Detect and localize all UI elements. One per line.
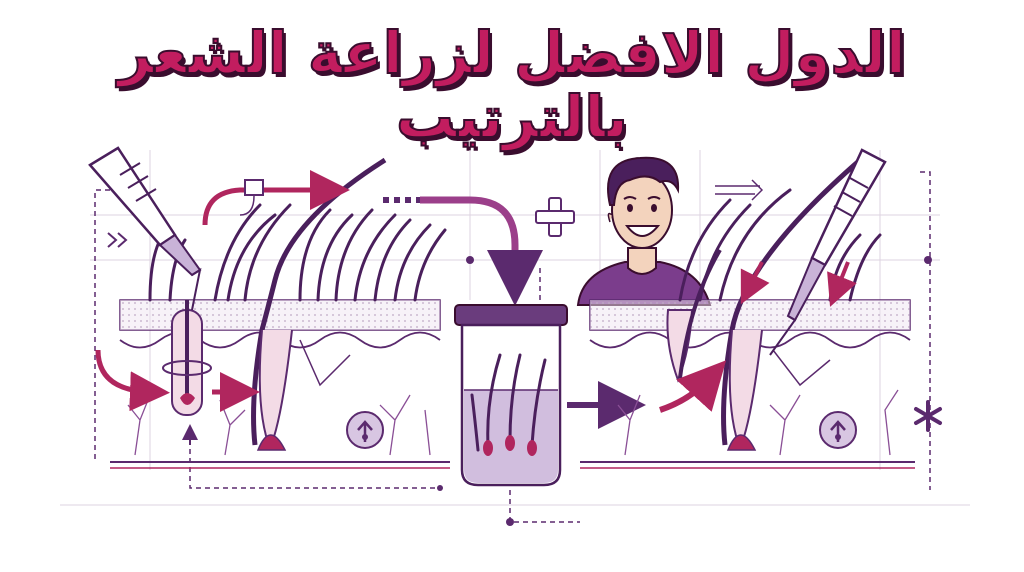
transfer-arrow xyxy=(383,196,543,306)
scalp-left xyxy=(88,146,450,469)
extraction-pen-icon xyxy=(88,146,202,311)
asterisk-icon xyxy=(914,400,942,432)
growth-up-icon xyxy=(819,411,857,449)
plus-icon xyxy=(535,197,575,237)
scalp-right xyxy=(580,148,942,469)
happy-man-avatar xyxy=(576,156,712,306)
page-title: الدول الافضل لزراعة الشعر بالترتيب xyxy=(117,19,907,151)
double-chevron-icon xyxy=(107,232,128,248)
rotate-arrow-icon xyxy=(162,360,212,376)
growth-up-icon xyxy=(346,411,384,449)
storage-jar-icon xyxy=(454,304,568,487)
implant-pen-icon xyxy=(769,148,887,356)
